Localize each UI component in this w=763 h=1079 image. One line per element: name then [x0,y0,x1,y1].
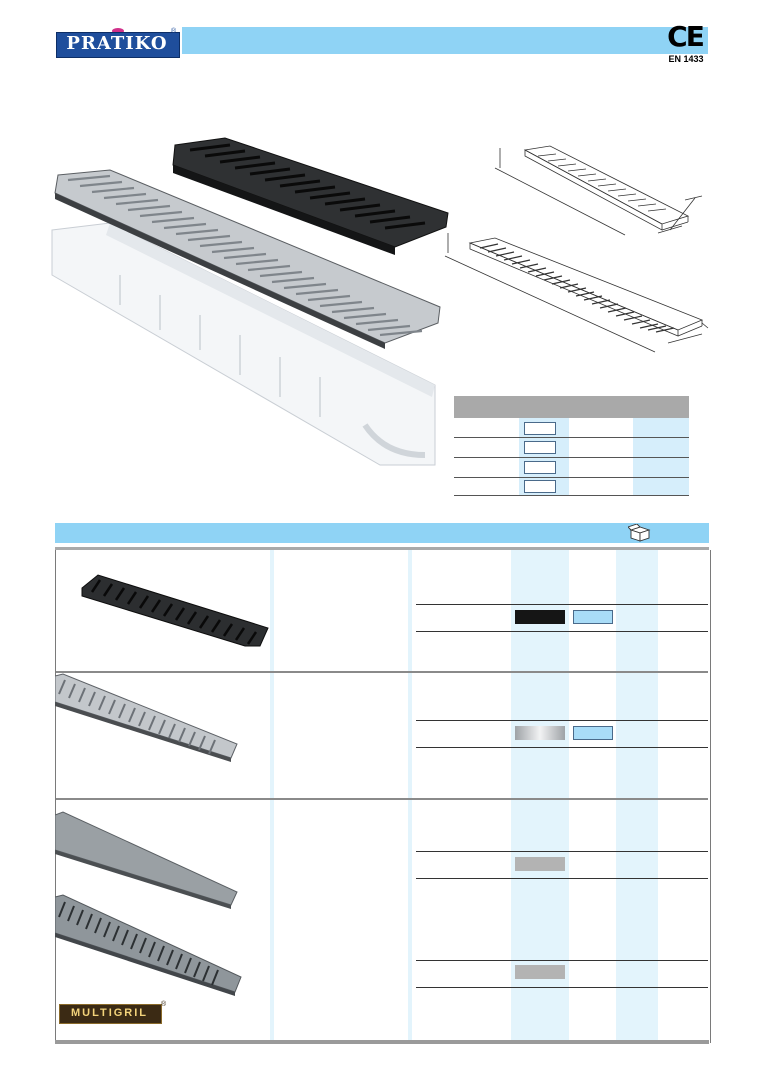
steel-grating-image [55,673,238,762]
color-swatch-grey [515,965,565,979]
color-swatch-blue [573,610,613,624]
multigril-logo-text: MULTIGRIL [70,1007,149,1019]
multigril-registered-mark: ® [161,1001,167,1008]
spec-row-divider [454,457,689,458]
logo-registered-mark: ® [171,28,177,35]
multigril-logo: MULTIGRIL ® [59,1001,167,1024]
channel-and-gratings-illustration [51,137,449,466]
table-bottom-border [55,1040,709,1044]
standard-label: EN 1433 [668,54,704,64]
color-swatch-steel [515,726,565,740]
row-separator [56,671,708,673]
technical-drawing [444,145,709,353]
row-separator [56,798,708,800]
logo-text: PRATIKO [66,33,168,54]
column-divider [408,550,412,1040]
cell-divider [416,987,708,988]
title-bar [182,27,708,54]
spec-row-divider [454,477,689,478]
color-swatch-grey [515,857,565,871]
cell-divider [416,878,708,879]
section-header-bar [55,523,709,543]
color-swatch-black [515,610,565,624]
cell-divider [416,960,708,961]
logo-background [56,32,180,58]
section-divider [55,547,709,550]
galvanized-grating-image [55,894,242,996]
spec-swatch [524,422,556,435]
spec-row-divider [454,437,689,438]
spec-table [454,396,689,496]
spec-swatch [524,461,556,474]
spec-swatch [524,441,556,454]
column-divider [270,550,274,1040]
cell-divider [416,604,708,605]
cast-iron-grating-image [81,574,269,647]
color-swatch-blue [573,726,613,740]
multigril-logo-background [59,1004,162,1024]
box-icon [628,524,651,542]
cell-divider [416,720,708,721]
pratiko-logo: PRATIKO ® [56,28,181,58]
column-highlight [616,550,658,1040]
logo-dot [112,28,124,34]
ce-mark: CE [667,20,705,53]
cell-divider [416,631,708,632]
cell-divider [416,851,708,852]
solid-galvanized-cover-image [55,811,238,909]
spec-table-header [454,396,689,418]
spec-swatch [524,480,556,493]
cell-divider [416,747,708,748]
spec-row-divider [454,495,689,496]
product-table [55,550,711,1043]
